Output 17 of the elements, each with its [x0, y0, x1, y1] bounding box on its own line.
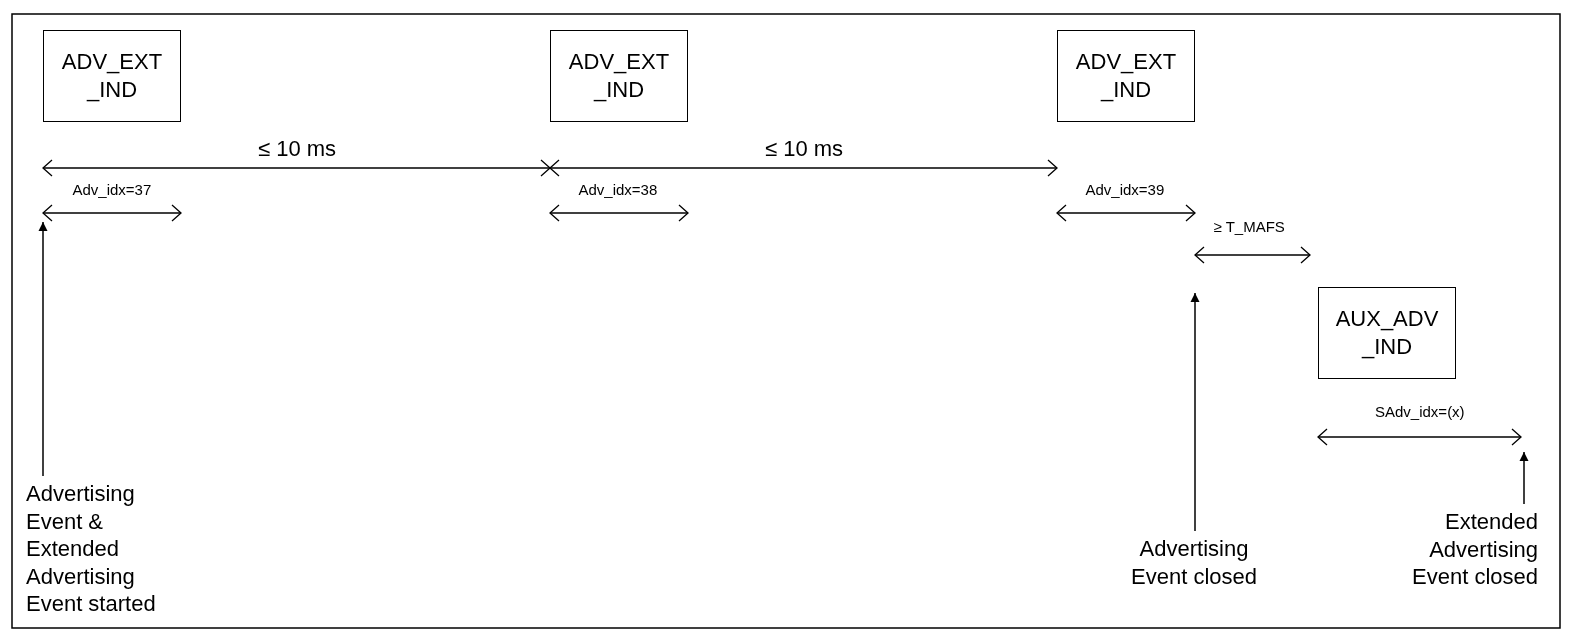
index-label: Adv_idx=39: [1085, 181, 1165, 198]
index-label: SAdv_idx=(x): [1375, 403, 1465, 420]
message-box: ADV_EXT _IND: [43, 30, 181, 122]
index-label: ≥ T_MAFS: [1213, 218, 1285, 235]
message-box: ADV_EXT _IND: [550, 30, 688, 122]
event-note: Extended Advertising Event closed: [1392, 508, 1538, 591]
interval-label: ≤ 10 ms: [258, 136, 337, 162]
event-note: Advertising Event & Extended Advertising Event started: [26, 480, 191, 618]
arrow: [38, 221, 48, 477]
arrow: [1190, 292, 1200, 532]
event-note: Advertising Event closed: [1120, 535, 1268, 590]
index-label: Adv_idx=37: [72, 181, 152, 198]
interval-label: ≤ 10 ms: [765, 136, 844, 162]
message-box: ADV_EXT _IND: [1057, 30, 1195, 122]
arrow: [1519, 451, 1529, 505]
index-label: Adv_idx=38: [578, 181, 658, 198]
message-box: AUX_ADV _IND: [1318, 287, 1456, 379]
